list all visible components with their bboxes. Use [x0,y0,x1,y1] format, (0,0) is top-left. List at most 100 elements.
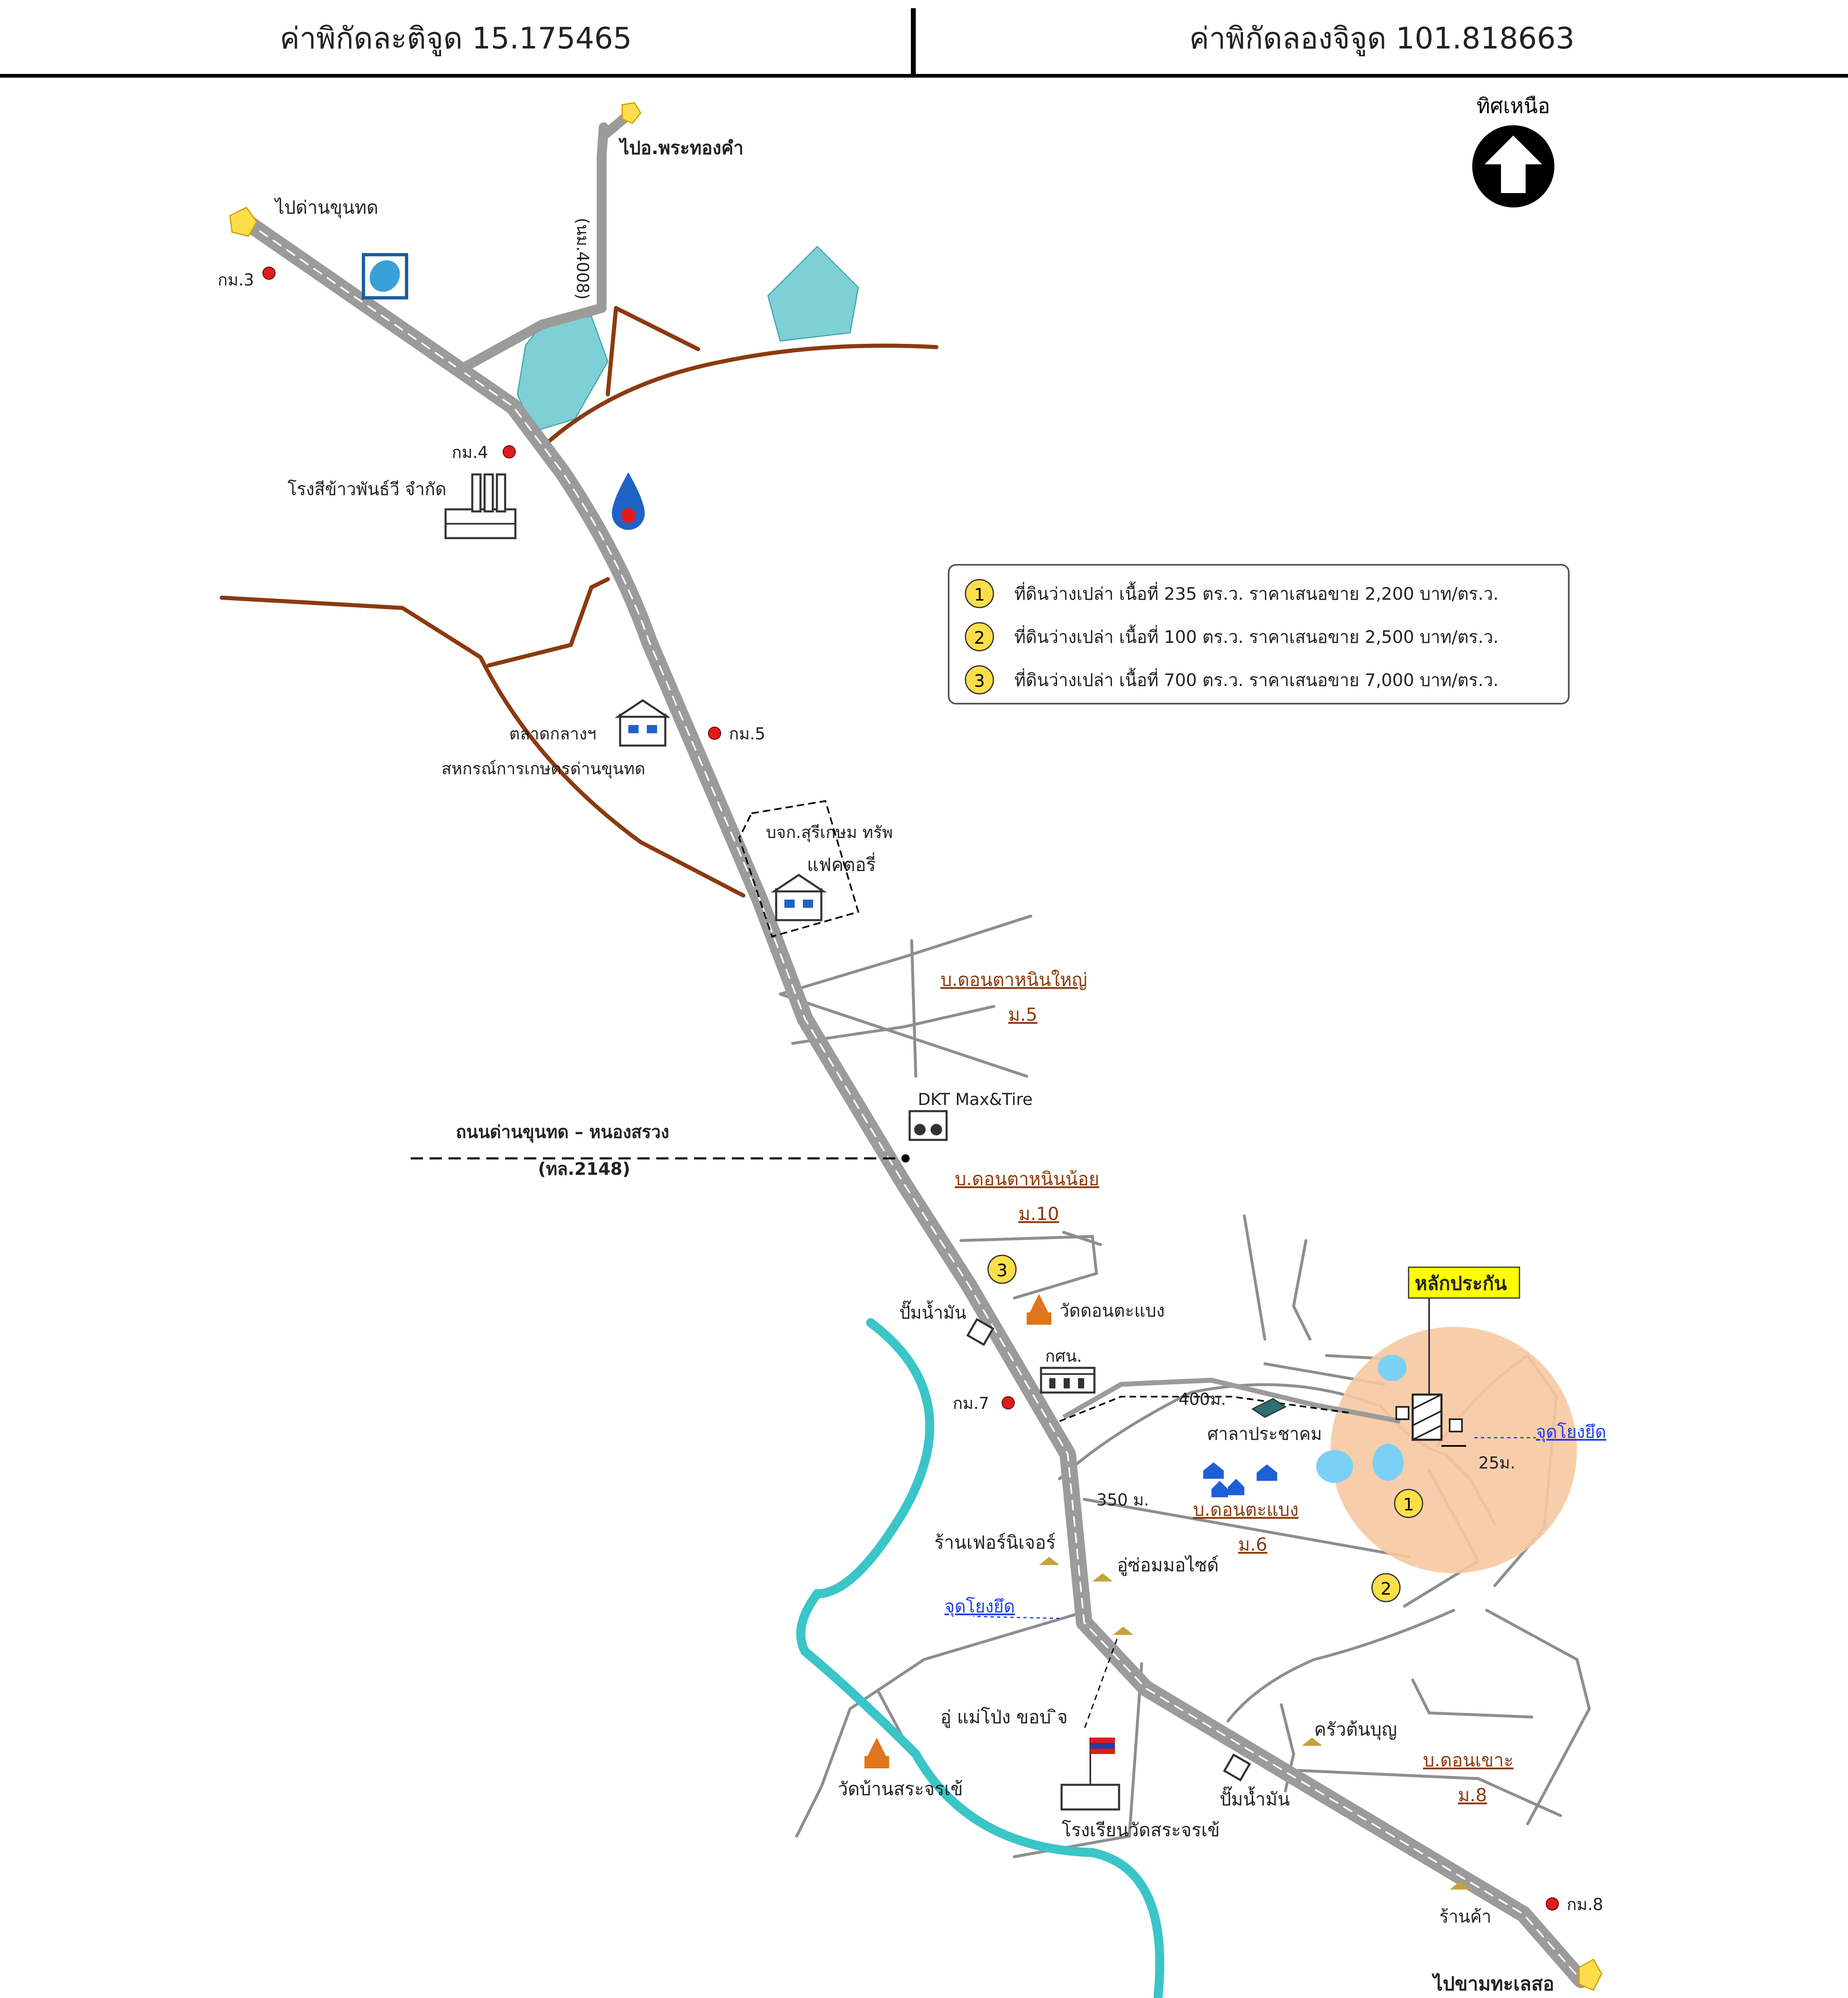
label-collateral: หลักประกัน [1415,1272,1507,1294]
route-junction [901,1154,910,1162]
gas-station-icon [966,1318,995,1346]
legend-num-2: 2 [974,628,985,648]
label-to-khamthale: ไปขามทะเลสอ [1431,1973,1554,1995]
label-dkt: DKT Max&Tire [918,1090,1032,1109]
sala-icon [1251,1398,1287,1418]
north-arrow [1472,125,1554,207]
map-canvas: ทิศเหนือ 1 ที่ดินว่างเปล่า เนื้อที่ 235 … [218,94,1606,1998]
north-label: ทิศเหนือ [1477,94,1550,118]
arrow-khamthale [1578,1958,1602,1991]
header-rule [0,74,1848,78]
label-reference-2: จุดโยงยึด [945,1596,1015,1617]
label-village-taebang-2: ม.6 [1238,1534,1267,1555]
label-shop-2: ร้านค้า [1439,1906,1492,1927]
legend-marker-1 [965,579,994,608]
label-company-2: แฟคตอรี่ [807,852,876,875]
company-lot [738,800,860,938]
parcel-2-num: 2 [1381,1579,1392,1599]
km-markers [262,267,1559,1911]
coordinate-header: ค่าพิกัดละติจูด 15.175465 ค่าพิกัดลองจิจ… [0,0,1848,78]
label-village-khao-2: ม.8 [1458,1785,1487,1806]
parcel-1-marker [1394,1489,1423,1518]
label-km8: กม.8 [1567,1895,1603,1914]
factory-building-icon [770,873,827,921]
label-village-yai-1: บ.ดอนตาหนินใหญ่ [940,969,1087,990]
gas-station-2-icon [1223,1753,1251,1782]
label-market-1: ตลาดกลางฯ [509,725,596,743]
label-dist-400: 400ม. [1179,1390,1226,1409]
legend-box: 1 ที่ดินว่างเปล่า เนื้อที่ 235 ตร.ว. ราค… [948,564,1570,704]
label-km5: กม.5 [729,725,765,743]
label-motor-shop: อู่ซ่อมมอไซด์ [1117,1555,1219,1576]
label-dist-25: 25ม. [1478,1454,1515,1473]
label-kfn: กศน. [1045,1347,1082,1366]
parcel-2-marker [1371,1573,1401,1602]
km8-marker [1546,1897,1559,1911]
field-2 [767,245,859,342]
school-link-line [1083,1639,1118,1730]
label-gas-station: ปั๊มน้ำมัน [899,1300,966,1323]
river [796,1318,1165,1998]
label-km7: กม.7 [953,1394,989,1413]
label-to-phrathongkham: ไปอ.พระทองคำ [618,137,744,159]
tire-shop-icon [908,1110,948,1141]
label-reference: จุดโยงยึด [1536,1422,1606,1443]
parcel-1-num: 1 [1403,1494,1414,1515]
label-road-4008: (นม.4008) [573,218,592,299]
km5-marker [708,727,721,740]
temple-2-icon [864,1738,889,1768]
label-road-name-1: ถนนด่านขุนทด – หนองสรวง [456,1122,669,1143]
legend-num-3: 3 [974,671,985,691]
legend-marker-3 [965,665,994,695]
label-road-name-2: (ทล.2148) [538,1159,630,1179]
access-road [1062,1377,1401,1424]
label-rice-mill: โรงสีข้าวพันธ์วี จำกัด [287,479,446,499]
label-temple-1: วัดดอนตะแบง [1060,1301,1165,1321]
rice-mill-icon [444,473,517,539]
label-village-khao-1: บ.ดอนเขาะ [1423,1750,1513,1771]
dirt-roads [220,306,938,898]
label-km4: กม.4 [452,443,488,462]
km3-marker [262,267,276,280]
pond-1 [1316,1450,1353,1483]
label-sala: ศาลาประชาคม [1207,1424,1322,1444]
gas-drop-icon [612,472,645,530]
temple-icon [1027,1294,1051,1325]
label-temple-2: วัดบ้านสระจรเข้ [838,1779,963,1800]
legend-text-3: ที่ดินว่างเปล่า เนื้อที่ 700 ตร.ว. ราคาเ… [1014,668,1499,690]
parcel-3-num: 3 [997,1260,1008,1280]
label-company-1: บจก.สุรีเกษม ทรัพ [766,823,893,842]
km4-marker [503,445,516,458]
kfn-building-icon [1040,1367,1096,1394]
arrow-dankhunthot [229,207,257,237]
label-village-yai-2: ม.5 [1008,1004,1037,1025]
distance-line-400 [1059,1396,1352,1422]
collateral-callout [1408,1266,1520,1299]
pond-2 [1372,1444,1404,1481]
pond-3 [1378,1355,1407,1381]
collateral-building-icon [1395,1393,1463,1441]
field-1 [517,315,609,432]
label-village-noi-2: ม.10 [1018,1204,1059,1225]
legend-marker-2 [965,622,994,651]
route-arrows [229,102,1602,1991]
house-icons [1203,1462,1277,1497]
label-km3: กม.3 [218,271,254,290]
label-school: โรงเรียนวัดสระจรเข้ [1062,1820,1220,1841]
label-dist-350: 350 ม. [1096,1491,1149,1510]
parcel-3-marker [987,1255,1017,1284]
parcel-markers: 3 1 2 [987,1255,1423,1602]
hut-icons [1039,1557,1470,1890]
label-village-noi-1: บ.ดอนตาหนินน้อย [955,1169,1099,1190]
km7-marker [1002,1396,1015,1409]
label-market-2: สหกรณ์การเกษตรด่านขุนทด [441,760,645,779]
legend-num-1: 1 [974,585,985,605]
map-labels: ไปด่านขุนทด ไปอ.พระทองคำ (นม.4008) กม.3 … [218,137,1606,1995]
reference-line-2 [973,1616,1060,1619]
label-gas-station-2: ปั๊มน้ำมัน [1220,1786,1290,1810]
label-to-dankhunthot: ไปด่านขุนทด [274,197,378,219]
main-highway [238,214,1589,1988]
label-shop-furniture: ร้านเฟอร์นิเจอร์ [934,1532,1056,1553]
arrow-phrathongkham [621,102,641,124]
school-icon [1060,1738,1120,1811]
